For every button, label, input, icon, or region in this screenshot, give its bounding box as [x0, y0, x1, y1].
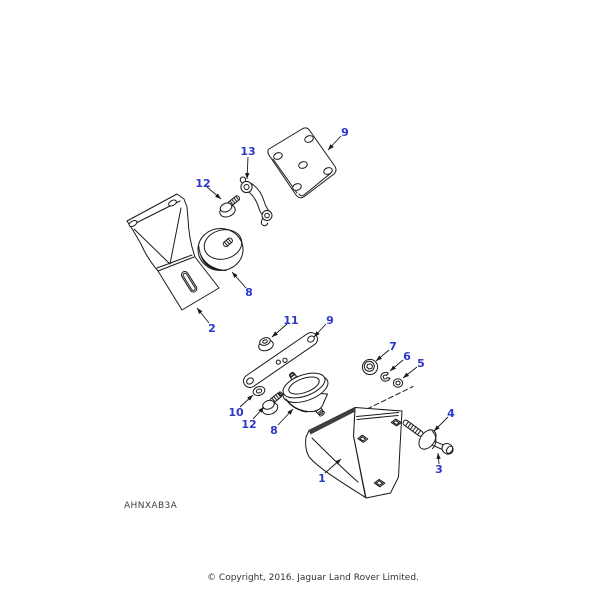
callout-13: 13 — [240, 145, 255, 158]
callout-6: 6 — [403, 350, 411, 363]
callout-12: 12 — [241, 418, 256, 431]
callout-leader-6 — [389, 359, 404, 372]
callout-3: 3 — [435, 463, 443, 476]
part-washer-small — [252, 386, 266, 396]
part-nut-small — [258, 337, 274, 352]
callout-leader-12 — [206, 186, 222, 200]
copyright-text: © Copyright, 2016. Jaguar Land Rover Lim… — [207, 573, 419, 583]
callout-leader-11 — [271, 323, 288, 338]
callout-leader-8 — [277, 408, 294, 426]
callout-leader-1 — [324, 458, 342, 474]
callout-9: 9 — [341, 126, 349, 139]
callout-leader-3 — [436, 452, 441, 465]
callout-4: 4 — [447, 407, 455, 420]
part-mount-lower — [282, 371, 329, 417]
part-plain-washer — [392, 378, 404, 388]
callout-leader-5 — [402, 366, 418, 379]
part-mounting-plate — [267, 127, 337, 199]
assembly-axis-dashed — [366, 386, 414, 410]
callout-leader-4 — [433, 416, 449, 432]
callout-9: 9 — [326, 314, 334, 327]
callout-8: 8 — [270, 424, 278, 437]
callout-leader-9 — [313, 323, 327, 338]
callout-leader-9 — [327, 135, 342, 151]
part-lock-washer — [380, 371, 391, 382]
callout-leader-10 — [239, 394, 254, 408]
part-bolt-and-washer — [402, 419, 454, 455]
part-link — [239, 176, 273, 227]
callout-10: 10 — [228, 406, 244, 419]
callout-leader-13 — [245, 156, 250, 180]
callout-leader-2 — [196, 307, 210, 324]
part-flange-nut — [361, 358, 379, 376]
part-screw-lower — [261, 391, 284, 415]
callout-2: 2 — [208, 322, 216, 335]
callout-leader-12 — [252, 406, 265, 420]
figure-code: AHNXAB3A — [124, 501, 178, 511]
part-upper-bracket — [126, 193, 220, 311]
callout-1: 1 — [318, 472, 326, 485]
callout-5: 5 — [417, 357, 425, 370]
callout-7: 7 — [389, 340, 397, 353]
part-screw-upper — [219, 195, 241, 218]
part-mount-upper — [197, 228, 244, 272]
callout-12: 12 — [195, 177, 210, 190]
callout-8: 8 — [245, 286, 253, 299]
callout-leader-8 — [231, 271, 247, 289]
callout-leader-7 — [375, 349, 390, 362]
callout-11: 11 — [283, 314, 298, 327]
